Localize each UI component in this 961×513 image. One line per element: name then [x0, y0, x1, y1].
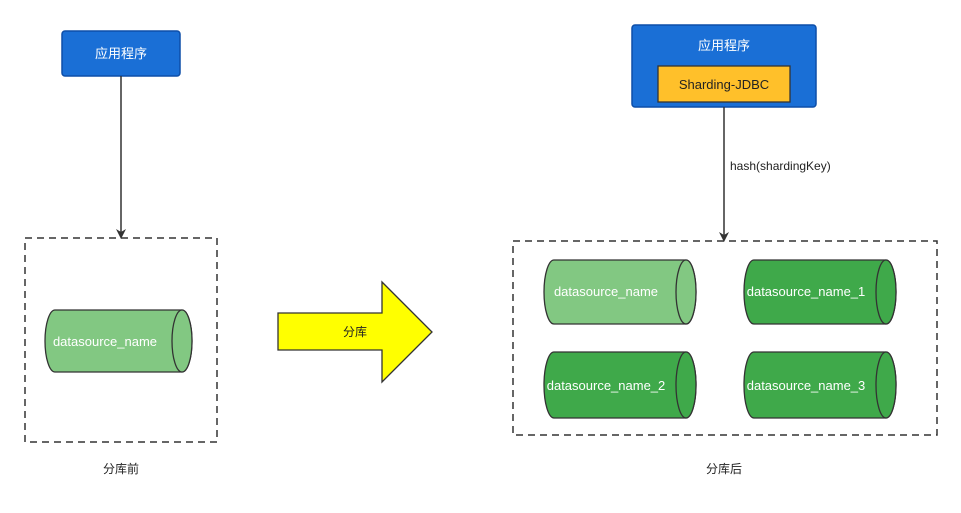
- hash-edge-label: hash(shardingKey): [730, 159, 831, 173]
- after-datasource-3-label: datasource_name_3: [747, 378, 866, 393]
- after-datasource-label: datasource_name: [554, 284, 658, 299]
- after-datasource-3-cylinder: datasource_name_3: [743, 351, 897, 419]
- after-app-label: 应用程序: [698, 38, 750, 53]
- after-db-container: [512, 240, 938, 436]
- transition-arrow-label: 分库: [343, 324, 367, 339]
- sharding-jdbc-box: [657, 65, 791, 103]
- before-datasource-cylinder: datasource_name: [44, 309, 193, 373]
- before-db-container: [24, 237, 218, 443]
- after-datasource-1-cylinder: datasource_name_1: [743, 259, 897, 325]
- sharding-transition-arrow: 分库: [277, 280, 433, 384]
- after-caption: 分库后: [706, 461, 742, 476]
- before-caption: 分库前: [103, 461, 139, 476]
- before-section: 应用程序 datasource_name 分库前: [24, 30, 218, 476]
- before-datasource-label: datasource_name: [53, 334, 157, 349]
- after-datasource-1-label: datasource_name_1: [747, 284, 866, 299]
- after-datasource-2-cylinder: datasource_name_2: [543, 351, 697, 419]
- sharding-jdbc-label: Sharding-JDBC: [679, 77, 769, 92]
- before-app-label: 应用程序: [95, 46, 147, 61]
- after-datasource-2-label: datasource_name_2: [547, 378, 666, 393]
- after-datasource-cylinder: datasource_name: [543, 259, 697, 325]
- after-section: 应用程序 Sharding-JDBC hash(shardingKey) dat…: [512, 24, 938, 476]
